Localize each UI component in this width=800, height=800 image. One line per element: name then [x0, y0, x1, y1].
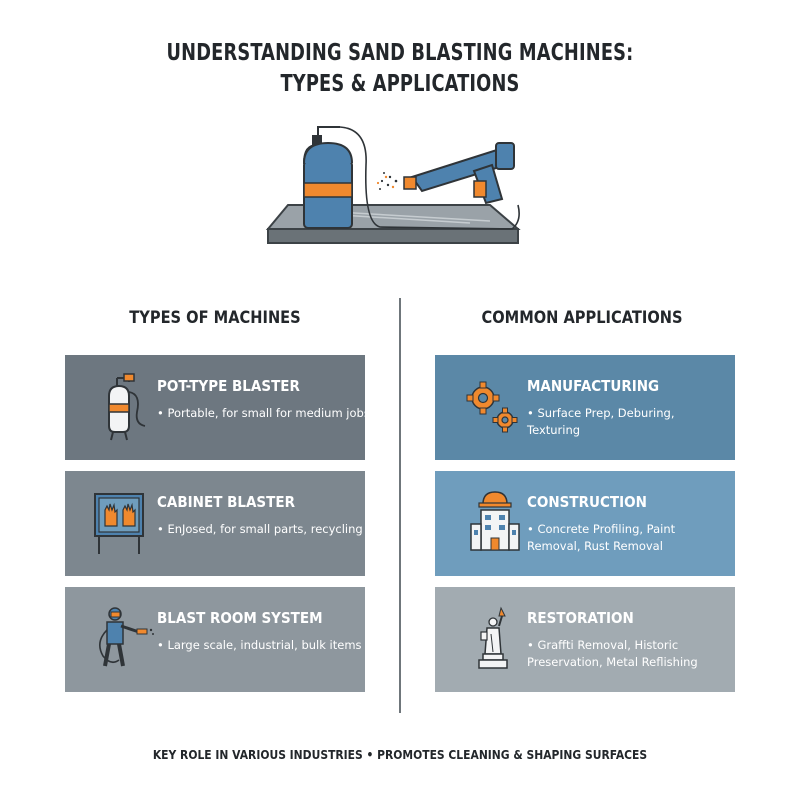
gears-icon — [466, 381, 518, 433]
card-title: BLAST ROOM SYSTEM — [157, 609, 323, 627]
card-description: • Portable, for small for medium jobs — [157, 406, 365, 420]
card-construction: CONSTRUCTION • Concrete Profiling, Paint… — [435, 471, 735, 576]
card-manufacturing: MANUFACTURING • Surface Prep, Deburing, … — [435, 355, 735, 460]
worker-blasting-icon — [99, 607, 154, 667]
card-pot-type-blaster: POT-TYPE BLASTER • Portable, for small f… — [65, 355, 365, 460]
applications-heading: COMMON APPLICATIONS — [481, 308, 683, 328]
sandblaster-tank-and-gun-icon — [265, 126, 521, 244]
card-description: • Concrete Profiling, Paint Removal, Rus… — [527, 522, 676, 553]
card-title: CONSTRUCTION — [527, 493, 647, 511]
card-description: • Large scale, industrial, bulk items — [157, 638, 362, 652]
page-title-line-1: UNDERSTANDING SAND BLASTING MACHINES: — [166, 40, 634, 66]
page-title-line-2: TYPES & APPLICATIONS — [280, 71, 520, 97]
card-restoration: RESTORATION • Graffti Removal, Historic … — [435, 587, 735, 692]
types-heading: TYPES OF MACHINES — [129, 308, 301, 328]
card-title: RESTORATION — [527, 609, 634, 627]
pot-blaster-icon — [108, 373, 146, 441]
card-title: POT-TYPE BLASTER — [157, 377, 300, 395]
building-hardhat-icon — [470, 491, 520, 551]
card-description: • EnJosed, for small parts, recycling me… — [157, 522, 365, 536]
card-description: • Surface Prep, Deburing, Texturing — [527, 406, 675, 437]
column-divider — [399, 298, 401, 713]
statue-of-liberty-icon — [478, 606, 508, 669]
card-title: CABINET BLASTER — [157, 493, 295, 511]
cabinet-gloves-icon — [94, 493, 144, 554]
footer-tagline: KEY ROLE IN VARIOUS INDUSTRIES • PROMOTE… — [152, 747, 648, 762]
card-description: • Graffti Removal, Historic Preservation… — [527, 638, 698, 669]
card-title: MANUFACTURING — [527, 377, 660, 395]
card-cabinet-blaster: CABINET BLASTER • EnJosed, for small par… — [65, 471, 365, 576]
card-blast-room-system: BLAST ROOM SYSTEM • Large scale, industr… — [65, 587, 365, 692]
